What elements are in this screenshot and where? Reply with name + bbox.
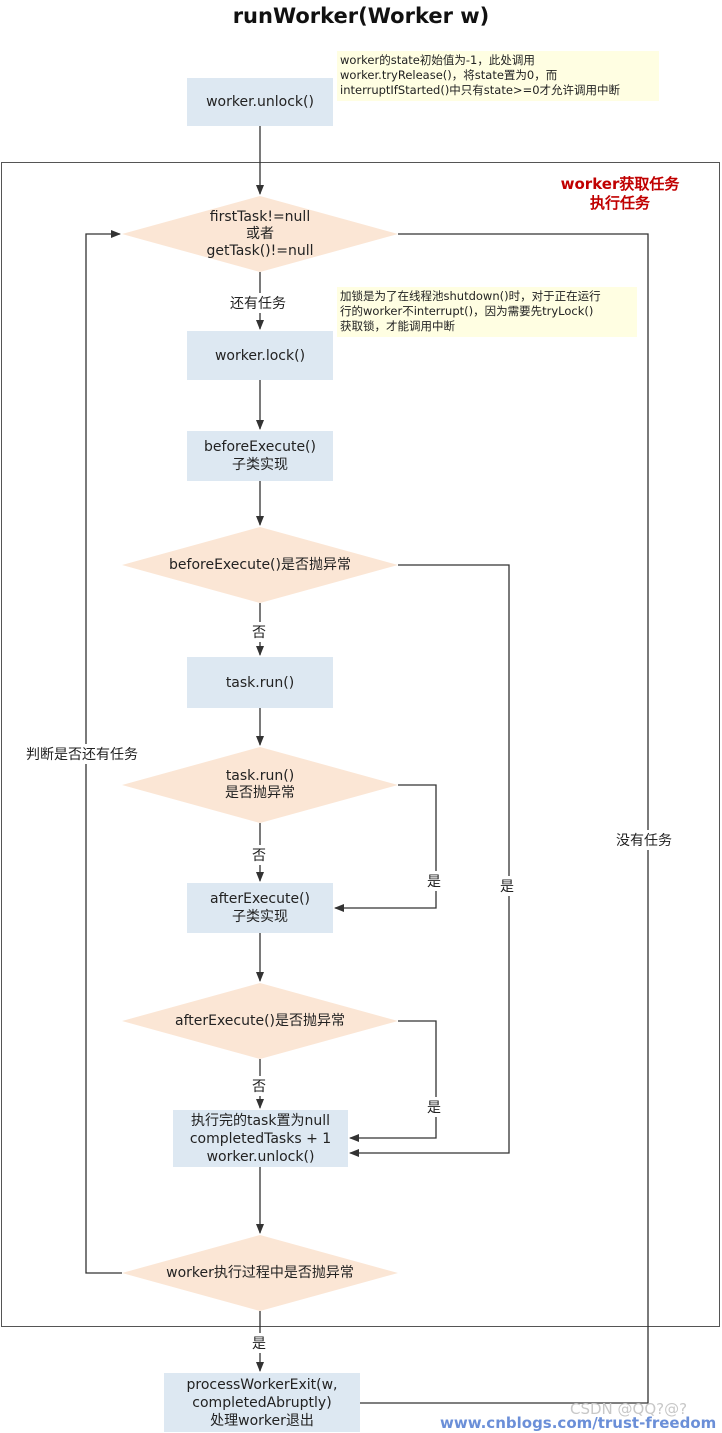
diagram-title: runWorker(Worker w) bbox=[232, 4, 490, 28]
edge-label-worker-yes: 是 bbox=[252, 1333, 266, 1353]
lock-note: 加锁是为了在线程池shutdown()时，对于正在运行 行的worker不int… bbox=[337, 287, 637, 337]
section-label: worker获取任务 执行任务 bbox=[560, 175, 680, 212]
edge-label-run-yes: 是 bbox=[427, 871, 441, 891]
after-execute-box: afterExecute() 子类实现 bbox=[187, 883, 333, 933]
decision-worker-throws: worker执行过程中是否抛异常 bbox=[166, 1264, 354, 1281]
cnblogs-watermark: www.cnblogs.com/trust-freedom bbox=[440, 1414, 717, 1432]
decision-run-throws: task.run() 是否抛异常 bbox=[225, 768, 295, 801]
edge-label-loop-back: 判断是否还有任务 bbox=[26, 744, 138, 764]
loop-frame bbox=[1, 162, 720, 1327]
finish-task-box: 执行完的task置为null completedTasks + 1 worker… bbox=[173, 1110, 348, 1167]
edge-label-run-no: 否 bbox=[252, 845, 266, 865]
edge-label-has-task: 还有任务 bbox=[230, 293, 286, 313]
decision-before-throws-shape bbox=[122, 527, 398, 603]
process-worker-exit-box: processWorkerExit(w, completedAbruptly) … bbox=[164, 1373, 360, 1432]
decision-has-task: firstTask!=null 或者 getTask()!=null bbox=[206, 208, 314, 259]
worker-lock-box: worker.lock() bbox=[187, 331, 333, 380]
decision-before-throws: beforeExecute()是否抛异常 bbox=[169, 556, 351, 573]
worker-unlock-start-box: worker.unlock() bbox=[187, 78, 333, 126]
decision-after-throws: afterExecute()是否抛异常 bbox=[174, 1012, 346, 1029]
decision-has-task-shape bbox=[122, 196, 398, 272]
edge-label-no-task: 没有任务 bbox=[616, 830, 672, 850]
task-run-box: task.run() bbox=[187, 657, 333, 708]
before-execute-box: beforeExecute() 子类实现 bbox=[187, 431, 333, 481]
edge-label-after-yes: 是 bbox=[427, 1097, 441, 1117]
decision-after-throws-shape bbox=[122, 983, 398, 1059]
edge-label-before-yes: 是 bbox=[500, 876, 514, 896]
edge-label-before-no: 否 bbox=[252, 622, 266, 642]
csdn-watermark: CSDN @QQ?@? bbox=[570, 1400, 688, 1418]
decision-worker-throws-shape bbox=[122, 1235, 398, 1311]
edge-label-after-no: 否 bbox=[252, 1076, 266, 1096]
decision-run-throws-shape bbox=[122, 747, 398, 823]
unlock-note: worker的state初始值为-1，此处调用 worker.tryReleas… bbox=[337, 51, 659, 101]
